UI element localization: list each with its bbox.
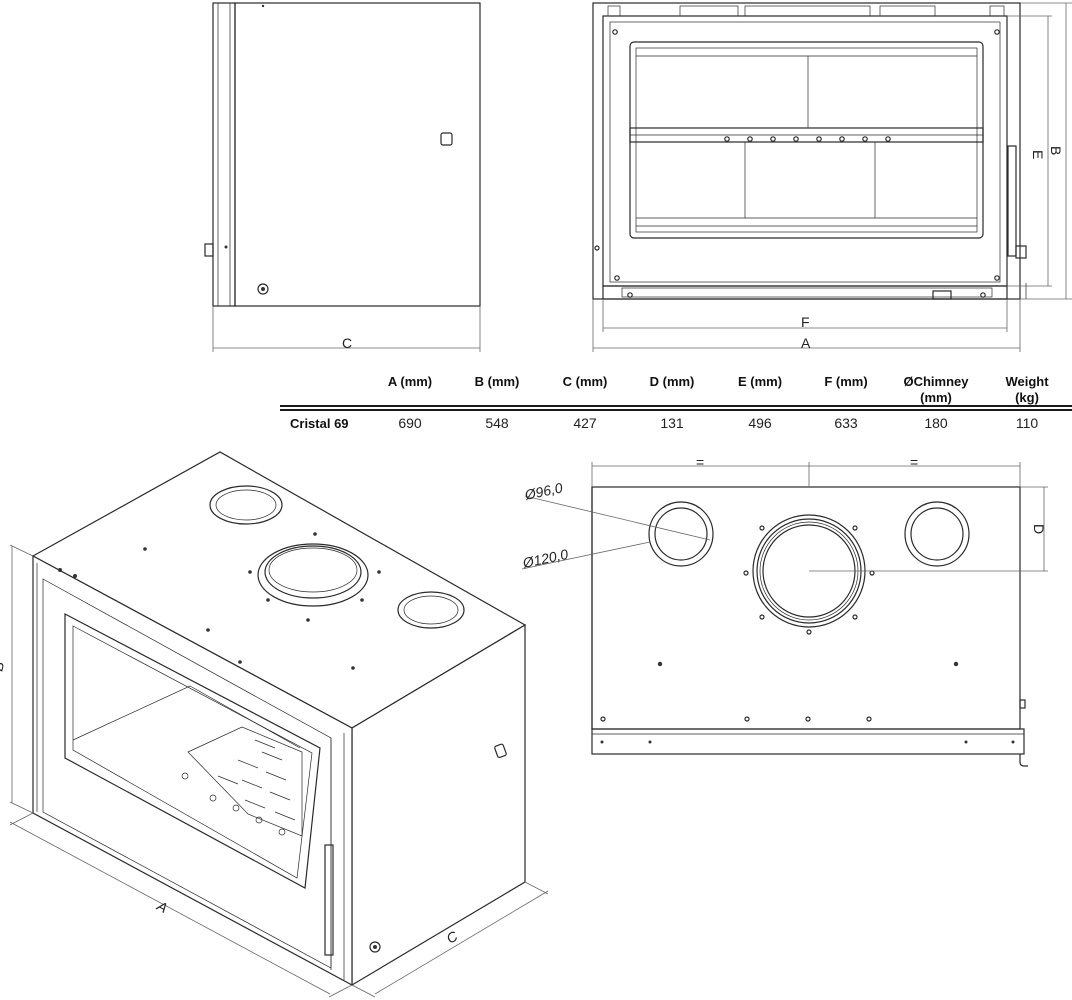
table-header-f: F (mm) (824, 374, 867, 389)
dim-label-f: F (801, 314, 810, 330)
table-header-d: D (mm) (650, 374, 695, 389)
equal-mark-right: = (910, 454, 918, 470)
table-header-chimney: ØChimney (903, 374, 969, 389)
dim-label-a-front: A (801, 335, 811, 351)
dim-label-d: D (1031, 524, 1047, 534)
table-header-e: E (mm) (738, 374, 782, 389)
table-header-weight-unit: (kg) (1015, 390, 1039, 405)
table-cell-b: 548 (485, 415, 509, 431)
table-cell-d: 131 (660, 415, 684, 431)
table-header-b: B (mm) (475, 374, 520, 389)
dim-label-e: E (1030, 150, 1046, 159)
table-header-weight: Weight (1005, 374, 1049, 389)
table-cell-chimney: 180 (924, 415, 948, 431)
dim-label-a-iso: A (154, 897, 171, 916)
dim-label-b-front: B (1048, 146, 1064, 155)
isometric-view (9, 451, 549, 998)
table-cell-f: 633 (834, 415, 858, 431)
diameter-label-96: Ø96,0 (522, 479, 564, 503)
spec-table (280, 405, 1072, 411)
top-view (521, 462, 1048, 767)
dim-label-b-iso: B (0, 660, 7, 673)
dim-label-c-side: C (342, 335, 352, 351)
table-cell-e: 496 (748, 415, 772, 431)
side-view (204, 2, 481, 352)
table-cell-a: 690 (398, 415, 422, 431)
table-row-model: Cristal 69 (290, 416, 349, 431)
table-header-c: C (mm) (563, 374, 608, 389)
table-cell-weight: 110 (1016, 415, 1039, 431)
equal-mark-left: = (696, 454, 704, 470)
front-view (592, 2, 1072, 352)
table-cell-c: 427 (573, 415, 597, 431)
dim-label-c-iso: C (444, 927, 462, 946)
table-header-a: A (mm) (388, 374, 432, 389)
diameter-label-120: Ø120,0 (520, 546, 569, 571)
table-header-chimney-unit: (mm) (920, 390, 952, 405)
